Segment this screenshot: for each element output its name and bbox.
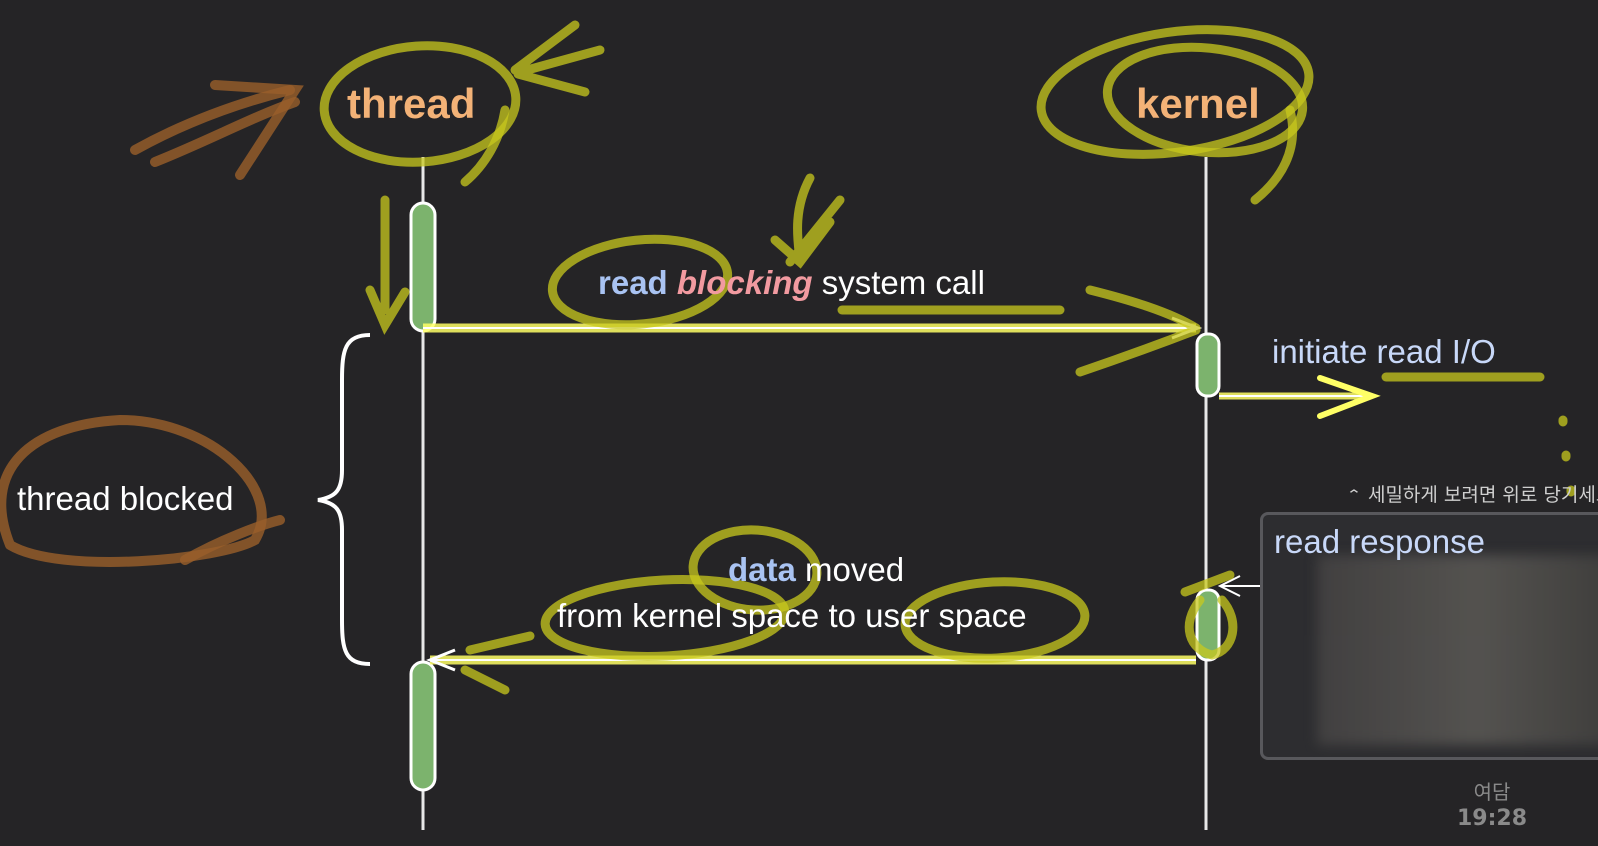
return-data-word: data	[728, 551, 796, 588]
return-message-line2: from kernel space to user space	[557, 597, 1027, 634]
blocked-label: thread blocked	[17, 480, 234, 517]
marker-annotations	[319, 20, 1578, 695]
kernel-heading: kernel	[1136, 80, 1260, 127]
chevron-up-icon: ⌃	[1346, 487, 1362, 503]
call-arrow	[423, 316, 1203, 340]
thumbnail-blurred-preview	[1317, 555, 1598, 745]
return-moved-text: moved	[805, 551, 905, 588]
call-blocking-word: blocking	[676, 264, 813, 301]
timestamp: 19:28	[1456, 806, 1528, 831]
initiate-arrow	[1219, 375, 1381, 419]
initiate-label: initiate read I/O	[1272, 333, 1496, 370]
call-message: read blocking system call	[598, 264, 985, 302]
channel-name: 여담	[1473, 780, 1511, 804]
hint-text: 세밀하게 보려면 위로 당기세요	[1367, 484, 1598, 506]
kernel-activation-2	[1195, 588, 1221, 662]
response-label: read response	[1274, 523, 1485, 560]
call-system-call-text: system call	[821, 264, 985, 301]
thread-heading: thread	[347, 80, 476, 127]
return-message-line1: data moved	[728, 551, 904, 589]
blocked-brace	[317, 333, 371, 666]
call-read-word: read	[598, 264, 668, 301]
return-arrow	[425, 648, 1196, 672]
pull-up-hint[interactable]: ⌃ 세밀하게 보려면 위로 당기세요	[1346, 480, 1598, 507]
orange-annotations	[0, 80, 304, 567]
thread-activation-1	[409, 201, 437, 333]
kernel-activation-1	[1195, 332, 1221, 398]
preview-thumbnail[interactable]	[1260, 512, 1598, 760]
thread-activation-2	[409, 660, 437, 792]
